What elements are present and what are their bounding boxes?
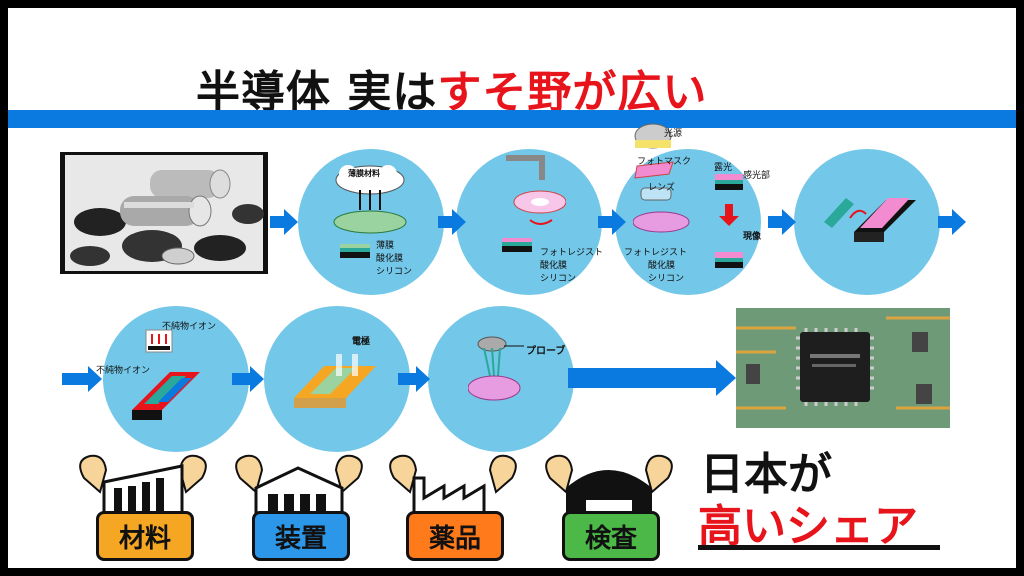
arrow-icon <box>270 209 298 235</box>
litho-label-1: フォトレジスト <box>624 248 688 258</box>
litho-exposure-label: 露光 <box>714 163 733 173</box>
long-arrow-icon <box>568 360 736 396</box>
probe-label: プローブ <box>526 346 566 357</box>
deposition-cloud-label: 薄膜材料 <box>348 169 380 178</box>
share-underline <box>698 545 940 550</box>
coating-label-1: フォトレジスト <box>540 248 604 258</box>
deposition-label-1: 薄膜 <box>376 241 395 251</box>
category-chemicals: 薬品 <box>406 511 504 561</box>
implant-diagram <box>132 329 200 420</box>
share-line-2: 高いシェア <box>698 501 918 552</box>
litho-label-2: 酸化膜 <box>648 261 676 271</box>
title-part1: 半導体 実は <box>196 67 438 118</box>
slide: 半導体 実はすそ野が広い 薄膜材料 薄膜 <box>8 8 1016 568</box>
coating-label-2: 酸化膜 <box>540 261 568 271</box>
coating-label-3: シリコン <box>540 274 577 284</box>
electrode-diagram <box>294 354 376 408</box>
implant-left-label: 不純物イオン <box>96 366 151 376</box>
litho-light-label: 光源 <box>664 129 683 139</box>
arrow-icon <box>938 209 966 235</box>
category-inspection: 検査 <box>562 511 660 561</box>
litho-lens-label: レンズ <box>648 183 675 193</box>
litho-label-3: シリコン <box>648 274 685 284</box>
share-line-1: 日本が <box>700 449 832 500</box>
deposition-diagram <box>333 165 407 258</box>
implant-top-label: 不純物イオン <box>162 322 217 332</box>
litho-exposed-label: 感光部 <box>743 171 771 181</box>
step-coating <box>456 149 602 295</box>
arrow-icon <box>232 366 264 392</box>
arrow-icon <box>768 209 796 235</box>
deposition-label-2: 酸化膜 <box>376 254 404 264</box>
title-part2: すそ野が広い <box>437 67 708 118</box>
litho-mask-label: フォトマスク <box>637 157 692 167</box>
spin-coating-diagram <box>502 155 566 252</box>
silicon-wafer-photo <box>60 152 268 274</box>
electrode-label: 電極 <box>352 337 371 347</box>
arrow-icon <box>62 366 102 392</box>
category-materials: 材料 <box>96 511 194 561</box>
blue-band <box>8 110 1016 128</box>
lithography-diagram <box>633 123 743 268</box>
ic-chip-photo <box>736 308 950 428</box>
probe-diagram <box>468 336 524 401</box>
arrow-icon <box>598 209 626 235</box>
deposition-label-3: シリコン <box>376 267 413 277</box>
page-title: 半導体 実はすそ野が広い <box>196 56 708 118</box>
arrow-icon <box>398 366 430 392</box>
arrow-icon <box>438 209 466 235</box>
litho-develop-label: 現像 <box>743 232 762 242</box>
category-equipment: 装置 <box>252 511 350 561</box>
etching-diagram <box>824 198 916 242</box>
